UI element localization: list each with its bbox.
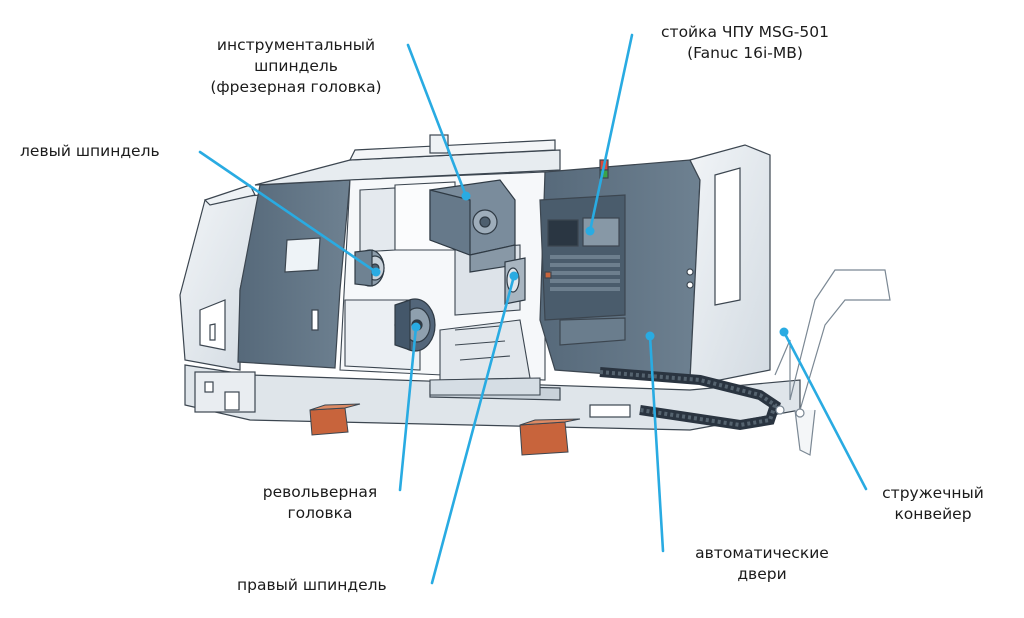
right-housing <box>687 145 770 380</box>
label-line: двери <box>672 564 852 585</box>
label-line: автоматические <box>672 543 852 564</box>
leader-chip-conveyor-dot <box>780 328 789 337</box>
label-right-spindle: правый шпиндель <box>237 575 387 596</box>
label-line: шпиндель <box>196 56 396 77</box>
right-door-panel <box>540 160 700 380</box>
label-line: (Fanuc 16i-MB) <box>630 43 860 64</box>
label-line: инструментальный <box>196 35 396 56</box>
label-cnc-rack: стойка ЧПУ MSG-501(Fanuc 16i-MB) <box>630 22 860 64</box>
label-line: правый шпиндель <box>237 575 387 596</box>
leader-right-spindle-dot <box>510 272 519 281</box>
leader-tool-spindle-dot <box>462 192 471 201</box>
label-line: стойка ЧПУ MSG-501 <box>630 22 860 43</box>
leader-left-spindle-dot <box>372 268 381 277</box>
label-line: стружечный <box>868 483 998 504</box>
label-line: револьверная <box>245 482 395 503</box>
leader-cnc-rack-dot <box>586 227 595 236</box>
label-line: (фрезерная головка) <box>196 77 396 98</box>
leader-turret-dot <box>412 323 421 332</box>
label-left-spindle: левый шпиндель <box>20 141 160 162</box>
leader-auto-doors-dot <box>646 332 655 341</box>
label-line: левый шпиндель <box>20 141 160 162</box>
label-line: головка <box>245 503 395 524</box>
label-line: конвейер <box>868 504 998 525</box>
